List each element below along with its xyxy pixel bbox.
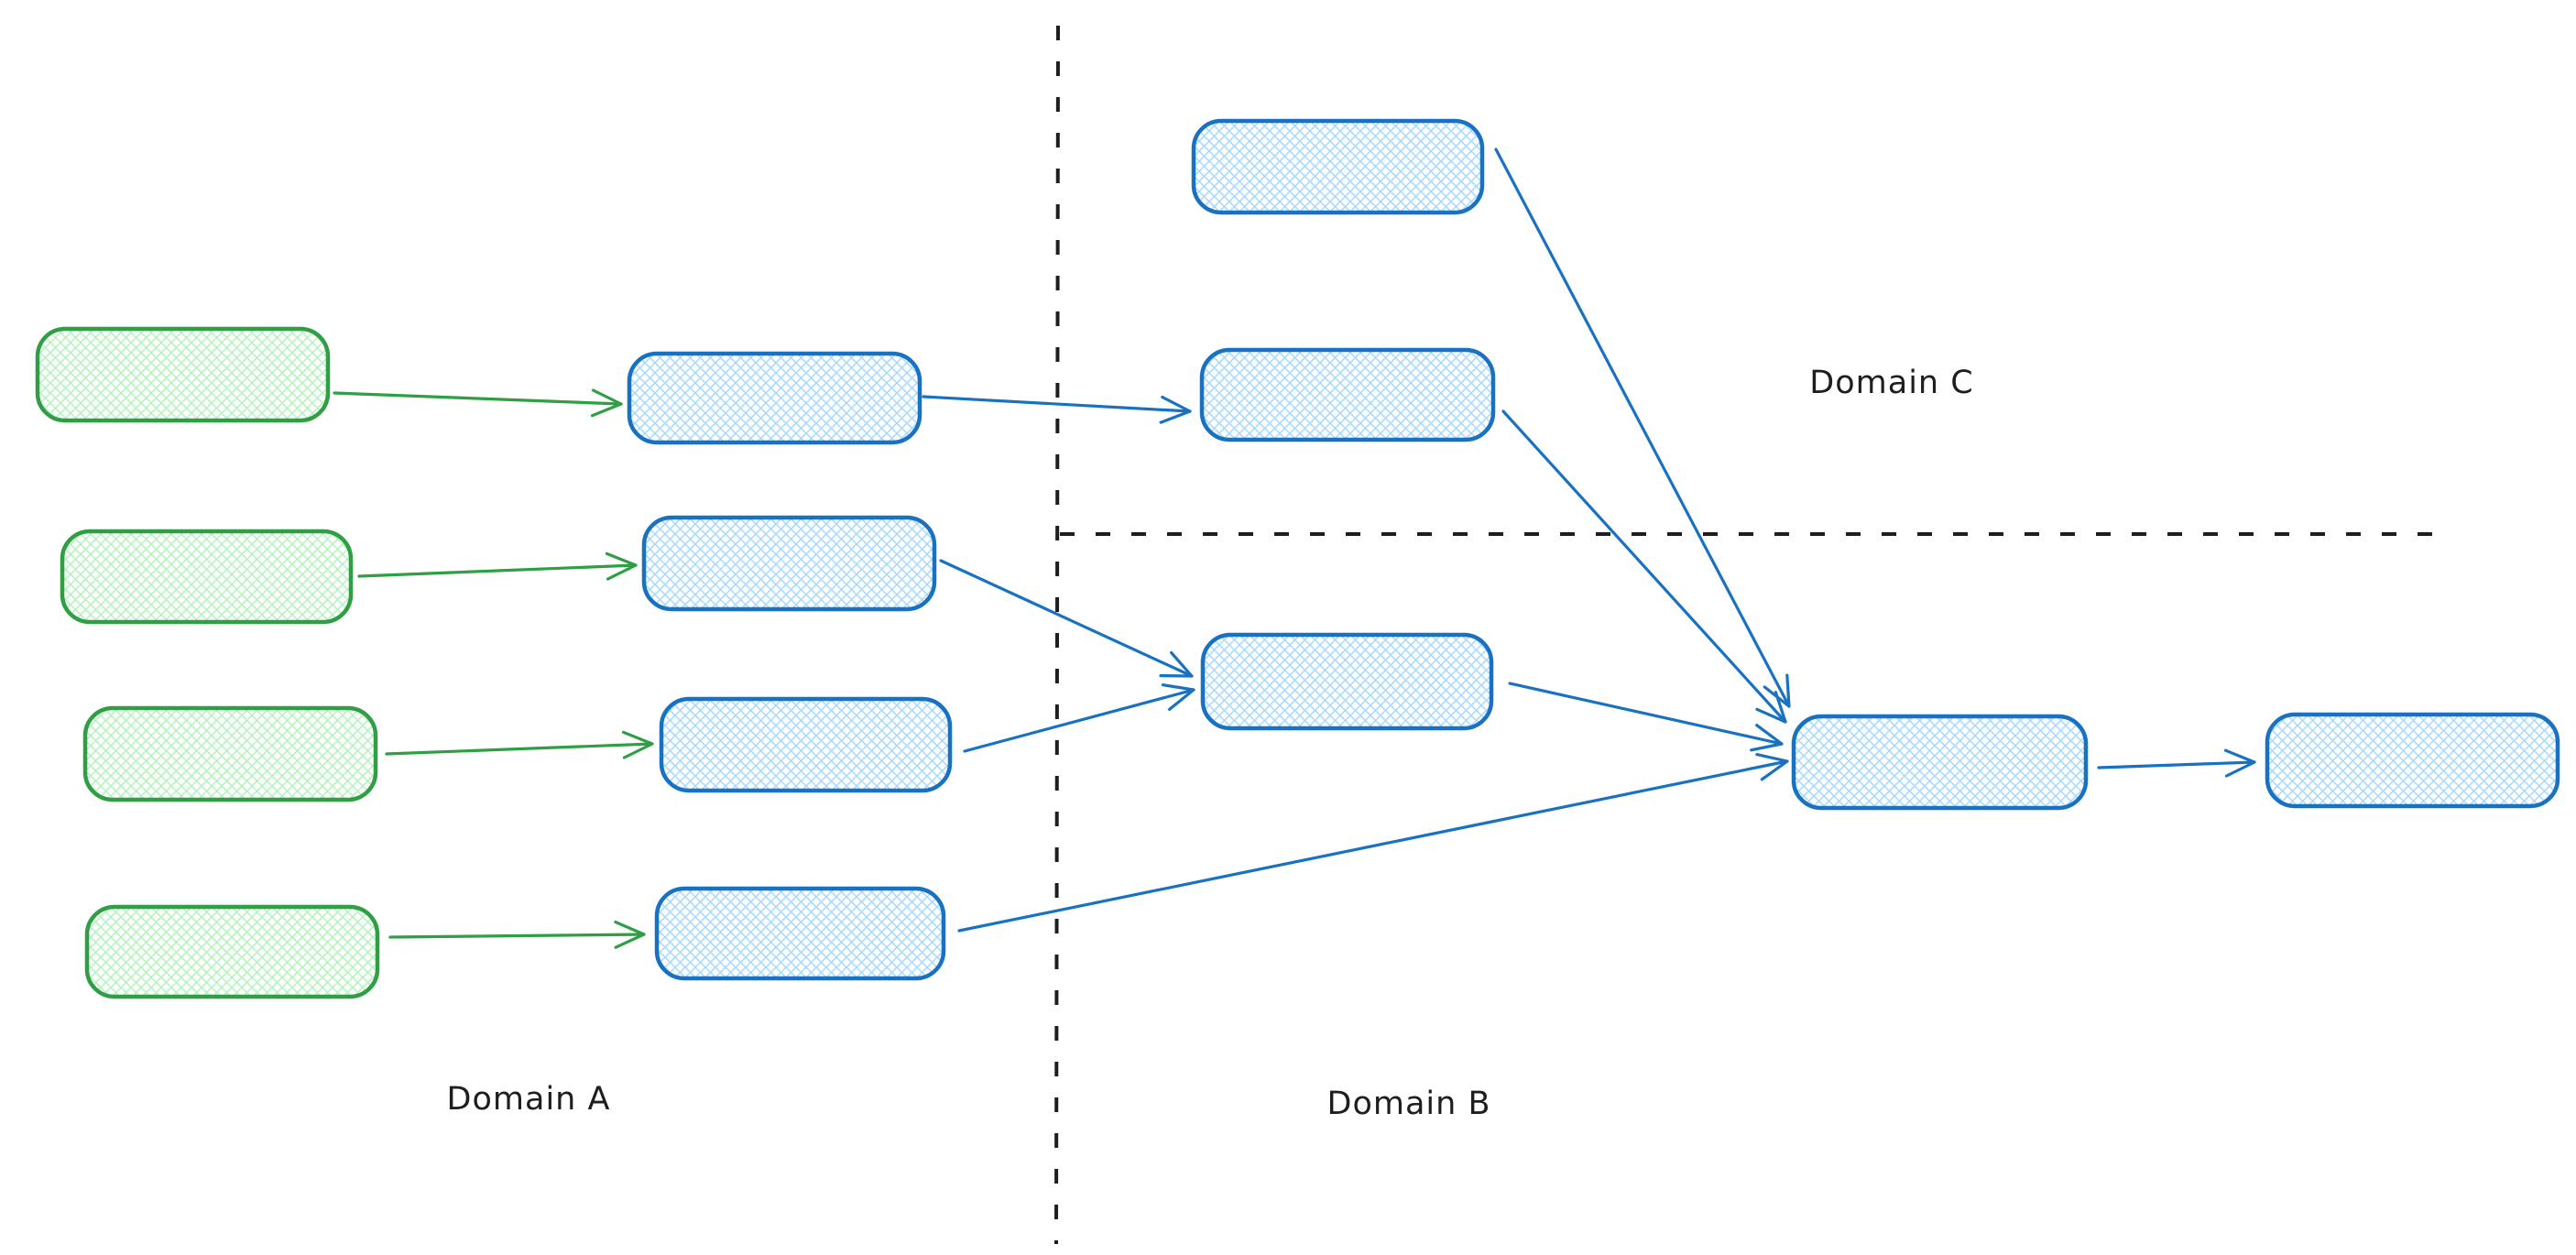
- arrow-stage-1-to-mid-input[interactable]: [922, 395, 1192, 424]
- arrow-shaft: [1508, 682, 1784, 746]
- node-stage-3[interactable]: [659, 696, 953, 793]
- arrowhead-icon: [1161, 683, 1195, 711]
- arrow-shaft: [939, 559, 1194, 678]
- arrow-stage-3-to-merge[interactable]: [963, 683, 1195, 753]
- arrow-shaft: [922, 395, 1192, 413]
- arrow-shaft: [388, 933, 646, 939]
- node-source-3[interactable]: [82, 705, 378, 802]
- arrowhead-icon: [1750, 724, 1784, 752]
- arrow-mid-input-to-hub[interactable]: [1501, 409, 1787, 724]
- node-stage-1[interactable]: [627, 351, 922, 445]
- arrowhead-icon: [605, 551, 638, 581]
- node-hub[interactable]: [1791, 714, 2089, 811]
- node-output[interactable]: [2265, 712, 2560, 809]
- arrow-shaft: [1494, 147, 1791, 708]
- arrow-shaft: [385, 742, 654, 756]
- label-layer: Domain A Domain B Domain C: [447, 365, 1973, 1122]
- node-source-1[interactable]: [35, 326, 331, 423]
- arrow-source-4-to-stage-4[interactable]: [388, 920, 646, 949]
- domain-b-label[interactable]: Domain B: [1327, 1086, 1491, 1122]
- arrow-shaft: [357, 563, 638, 578]
- arrow-shaft: [957, 759, 1789, 933]
- arrowhead-icon: [590, 388, 623, 418]
- arrowhead-icon: [1159, 650, 1194, 678]
- arrow-shaft: [1501, 409, 1787, 724]
- arrowhead-icon: [621, 730, 654, 759]
- node-layer: [35, 118, 2560, 999]
- arrow-source-2-to-stage-2[interactable]: [357, 551, 638, 581]
- divider-layer: [1054, 25, 2447, 1245]
- node-mid-input[interactable]: [1199, 347, 1496, 442]
- node-merge[interactable]: [1200, 632, 1494, 731]
- node-stage-4[interactable]: [654, 886, 946, 981]
- edge-layer: [333, 147, 2256, 949]
- arrow-shaft: [2097, 760, 2256, 769]
- arrow-shaft: [333, 391, 623, 406]
- arrow-top-input-to-hub[interactable]: [1494, 147, 1791, 708]
- divider-vertical[interactable]: [1054, 25, 1060, 1245]
- arrow-merge-to-hub[interactable]: [1508, 682, 1784, 752]
- arrow-source-1-to-stage-1[interactable]: [333, 388, 623, 418]
- arrowhead-icon: [1755, 691, 1787, 724]
- arrowhead-icon: [2223, 748, 2256, 778]
- arrow-stage-4-to-hub[interactable]: [957, 753, 1789, 933]
- domain-a-label[interactable]: Domain A: [447, 1081, 611, 1118]
- node-stage-2[interactable]: [641, 515, 937, 612]
- arrow-source-3-to-stage-3[interactable]: [385, 730, 654, 759]
- node-source-2[interactable]: [60, 529, 354, 625]
- arrow-stage-2-to-merge[interactable]: [939, 559, 1194, 678]
- node-top-input[interactable]: [1191, 118, 1485, 215]
- arrowhead-icon: [614, 920, 646, 949]
- arrowhead-icon: [1755, 753, 1789, 781]
- node-source-4[interactable]: [84, 904, 380, 999]
- arrowhead-icon: [1763, 673, 1791, 708]
- arrow-shaft: [963, 688, 1195, 753]
- domain-c-label[interactable]: Domain C: [1809, 365, 1973, 401]
- arrow-hub-to-output[interactable]: [2097, 748, 2256, 778]
- arrowhead-icon: [1159, 395, 1192, 424]
